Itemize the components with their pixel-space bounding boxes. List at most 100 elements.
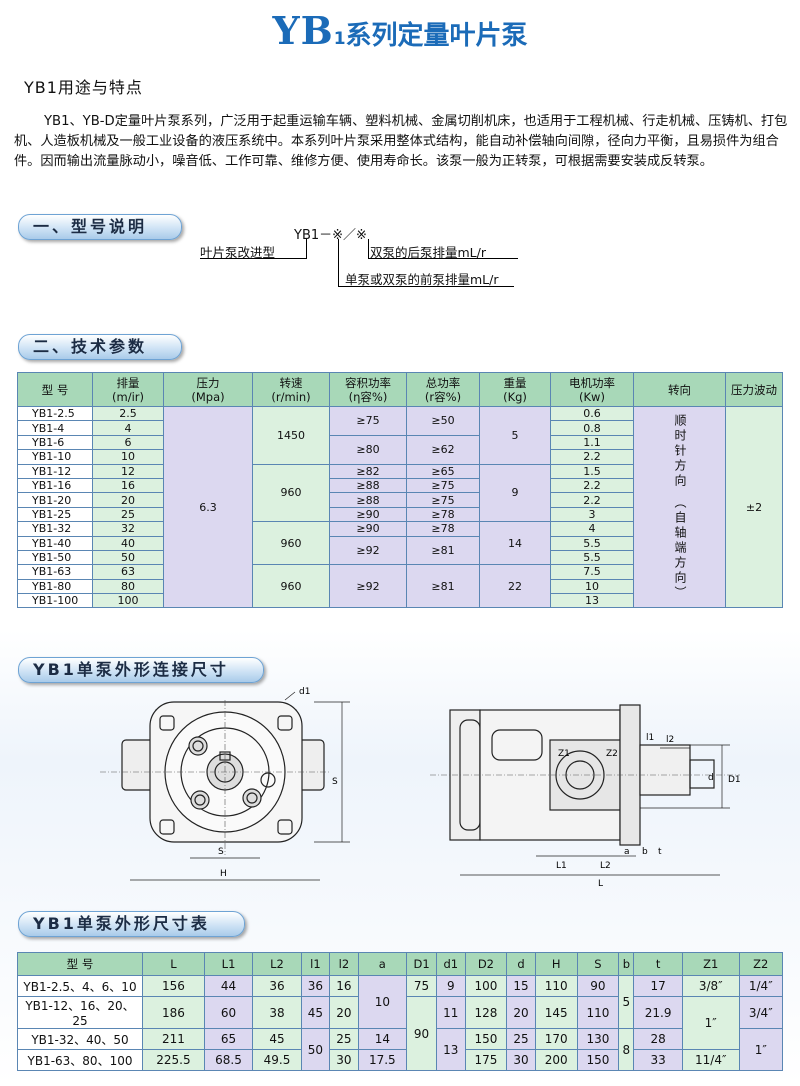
th-model: 型 号 xyxy=(17,372,93,407)
model-code-diagram: YB1－※／※ 叶片泵改进型 双泵的后泵排量mL/r 单泵或双泵的前泵排量mL/… xyxy=(200,224,540,294)
table-cell: 128 xyxy=(464,996,508,1029)
table-cell: 33 xyxy=(633,1049,683,1071)
table-cell: 6.3 xyxy=(163,405,253,609)
table-cell: 17.5 xyxy=(357,1049,408,1071)
th-D2: D2 xyxy=(464,952,508,976)
table-cell: 200 xyxy=(534,1049,578,1071)
table-cell: 65 xyxy=(203,1028,254,1050)
table-cell: YB1-63、80、100 xyxy=(17,1049,143,1071)
table-cell: YB1-6 xyxy=(17,434,93,451)
dimensions-table: 型 号 L L1 L2 l1 l2 a D1 d1 D2 d H S b t Z… xyxy=(17,952,784,1071)
th-b: b xyxy=(618,952,635,976)
table-cell: 150 xyxy=(576,1049,620,1071)
page-title: YB1系列定量叶片泵 xyxy=(0,8,800,53)
table-cell: 5.5 xyxy=(550,549,634,566)
table-cell: 211 xyxy=(142,1028,205,1050)
th-H: H xyxy=(534,952,578,976)
table-cell: 100 xyxy=(92,593,164,609)
table-cell: 13 xyxy=(550,593,634,609)
table-cell: YB1-80 xyxy=(17,578,93,595)
table-cell: ≥50 xyxy=(406,406,480,436)
table-cell: 5 xyxy=(479,406,551,465)
table-cell: ≥90 xyxy=(329,506,407,523)
title-prefix: YB xyxy=(272,8,334,53)
table-cell: 90 xyxy=(406,996,438,1071)
table-cell: YB1-2.5 xyxy=(17,405,93,422)
table-cell: ±2 xyxy=(725,405,783,609)
table-cell: 1/4″ xyxy=(738,975,784,997)
table-cell: ≥92 xyxy=(329,564,407,609)
th-displacement: 排量(m/ir) xyxy=(92,372,164,407)
table-cell: ≥75 xyxy=(406,477,480,494)
table-cell: 44 xyxy=(203,975,254,997)
table-cell: 45 xyxy=(252,1028,302,1050)
th-L1: L1 xyxy=(203,952,254,976)
table-cell: 5 xyxy=(618,975,635,1029)
intro-heading: YB1用途与特点 xyxy=(24,78,143,97)
table-cell: 13 xyxy=(436,1028,466,1071)
table-cell: 2.5 xyxy=(92,405,164,422)
th-d: d xyxy=(506,952,536,976)
title-sub: 1 xyxy=(333,29,346,49)
label-improved-type: 叶片泵改进型 xyxy=(200,245,276,260)
model-code: YB1－※／※ xyxy=(294,228,367,243)
table-cell: 20 xyxy=(92,492,164,508)
table-cell: 6 xyxy=(92,434,164,451)
section1-title: 一、型号说明 xyxy=(18,214,183,240)
table-cell: 1″ xyxy=(681,996,740,1050)
table-cell: 4 xyxy=(550,521,634,537)
table-cell: 28 xyxy=(633,1028,683,1050)
table-cell: 20 xyxy=(506,996,536,1029)
table-cell: 21.9 xyxy=(633,996,683,1029)
th-rotation: 转向 xyxy=(633,372,726,407)
table-cell: YB1-32 xyxy=(17,521,93,537)
table-cell: 9 xyxy=(479,463,551,523)
table-cell: 225.5 xyxy=(142,1049,205,1071)
th-speed: 转速(r/min) xyxy=(252,372,330,407)
table-cell: ≥62 xyxy=(406,434,480,465)
th-model: 型 号 xyxy=(17,952,143,976)
th-pressure: 压力(Mpa) xyxy=(163,372,253,407)
table-cell: 75 xyxy=(406,975,438,997)
th-a: a xyxy=(357,952,408,976)
table-cell: 11 xyxy=(436,996,466,1029)
label-D1: D1 xyxy=(728,775,741,785)
table-cell: 960 xyxy=(252,521,330,566)
table-cell: ≥78 xyxy=(406,521,480,537)
table-cell: 38 xyxy=(252,996,302,1029)
table-cell: YB1-20 xyxy=(17,492,93,508)
intro-paragraph: YB1、YB-D定量叶片泵系列，广泛用于起重运输车辆、塑料机械、金属切削机床，也… xyxy=(14,114,788,169)
table-cell: YB1-63 xyxy=(17,564,93,580)
table-cell: ≥65 xyxy=(406,463,480,479)
table-cell: ≥75 xyxy=(406,492,480,508)
label-rear-displacement: 双泵的后泵排量mL/r xyxy=(370,245,486,260)
table-cell: 36 xyxy=(300,975,331,997)
label-L1: L1 xyxy=(556,861,567,871)
table-cell: 14 xyxy=(357,1028,408,1050)
table-cell: 960 xyxy=(252,463,330,523)
th-l1: l1 xyxy=(300,952,331,976)
table-cell: ≥78 xyxy=(406,506,480,523)
table-cell: 10 xyxy=(92,449,164,465)
table-cell: YB1-12 xyxy=(17,463,93,479)
table-cell: 10 xyxy=(357,975,408,1029)
table-cell: 11/4″ xyxy=(681,1049,740,1071)
table-cell: YB1-12、16、20、25 xyxy=(17,996,143,1029)
table-cell: 156 xyxy=(142,975,205,997)
section2-title: 二、技术参数 xyxy=(18,334,183,360)
table-cell: 2.2 xyxy=(550,449,634,465)
table-cell: 3 xyxy=(550,506,634,523)
table-cell: 45 xyxy=(300,996,331,1029)
table-cell: 0.6 xyxy=(550,405,634,422)
table-cell: ≥82 xyxy=(329,463,407,479)
table-cell: ≥92 xyxy=(329,535,407,566)
table-cell: 8 xyxy=(618,1028,635,1071)
table-cell: 1.5 xyxy=(550,463,634,479)
th-S: S xyxy=(576,952,620,976)
th-D1: D1 xyxy=(406,952,438,976)
table-cell: ≥81 xyxy=(406,535,480,566)
rotation-cell: 顺时针方向 （自轴端方向） xyxy=(633,405,726,609)
label-S-bottom: S xyxy=(218,847,224,857)
th-d1: d1 xyxy=(436,952,466,976)
label-l2: l2 xyxy=(666,735,674,745)
